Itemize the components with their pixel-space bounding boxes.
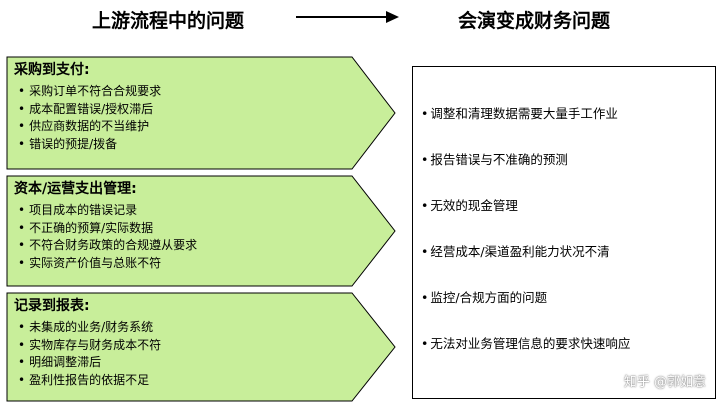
group-item-list: 项目成本的错误记录 不正确的预算/实际数据 不符合财务政策的合规遵从要求 实际资… (14, 202, 197, 272)
list-item: 监控/合规方面的问题 (421, 287, 547, 306)
list-item: 错误的预提/拨备 (18, 136, 161, 154)
list-item: 未集成的业务/财务系统 (18, 319, 161, 337)
list-item: 明细调整滞后 (18, 354, 161, 372)
group-title: 采购到支付: (14, 62, 90, 78)
list-item: 无效的现金管理 (421, 195, 518, 214)
group-title: 资本/运营支出管理: (14, 181, 137, 197)
list-item: 成本配置错误/授权滞后 (18, 101, 161, 119)
group-title: 记录到报表: (14, 298, 90, 314)
list-item: 项目成本的错误记录 (18, 202, 197, 220)
financial-issues-box: 调整和清理数据需要大量手工作业 报告错误与不准确的预测 无效的现金管理 经营成本… (412, 66, 716, 399)
list-item: 调整和清理数据需要大量手工作业 (421, 103, 618, 122)
right-arrow-icon (296, 11, 399, 23)
upstream-group-record-to-report: 记录到报表: 未集成的业务/财务系统 实物库存与财务成本不符 明细调整滞后 盈利… (6, 292, 396, 402)
list-item: 不符合财务政策的合规遵从要求 (18, 237, 197, 255)
list-item: 供应商数据的不当维护 (18, 118, 161, 136)
upstream-title: 上游流程中的问题 (92, 10, 245, 32)
upstream-group-capex-opex: 资本/运营支出管理: 项目成本的错误记录 不正确的预算/实际数据 不符合财务政策… (6, 175, 396, 287)
group-item-list: 采购订单不符合合规要求 成本配置错误/授权滞后 供应商数据的不当维护 错误的预提… (14, 83, 161, 153)
group-item-list: 未集成的业务/财务系统 实物库存与财务成本不符 明细调整滞后 盈利性报告的依据不… (14, 319, 161, 389)
list-item: 无法对业务管理信息的要求快速响应 (421, 333, 630, 352)
list-item: 实际资产价值与总账不符 (18, 255, 197, 273)
list-item: 不正确的预算/实际数据 (18, 220, 197, 238)
financial-issues-title: 会演变成财务问题 (458, 10, 611, 32)
list-item: 经营成本/渠道盈利能力状况不清 (421, 241, 609, 260)
upstream-group-purchase-to-pay: 采购到支付: 采购订单不符合合规要求 成本配置错误/授权滞后 供应商数据的不当维… (6, 56, 396, 170)
list-item: 实物库存与财务成本不符 (18, 337, 161, 355)
list-item: 盈利性报告的依据不足 (18, 372, 161, 390)
list-item: 采购订单不符合合规要求 (18, 83, 161, 101)
list-item: 报告错误与不准确的预测 (421, 149, 568, 168)
watermark: 知乎 @郭如意 (623, 375, 706, 390)
